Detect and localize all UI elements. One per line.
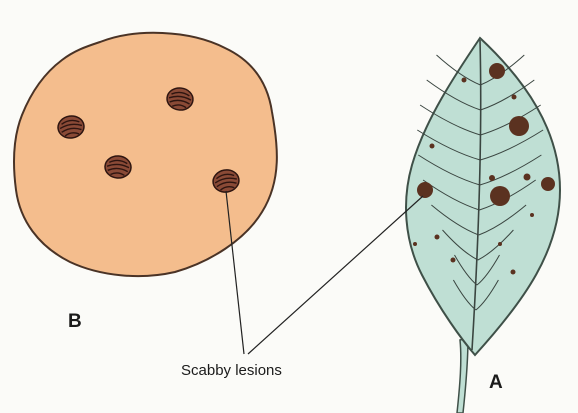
leaf-spot <box>511 270 516 275</box>
leaf-spot <box>489 63 505 79</box>
leaf-spot <box>451 258 456 263</box>
leaf-spot <box>417 182 433 198</box>
leaf-spot <box>462 78 467 83</box>
leaf-spot <box>509 116 529 136</box>
leaf-spot <box>490 186 510 206</box>
leaf-spot <box>489 175 495 181</box>
leaf-spot <box>498 242 502 246</box>
leader-line-to-leaf <box>248 196 423 354</box>
label-a: A <box>489 373 503 392</box>
leaf-spot <box>435 235 440 240</box>
leaf-spot <box>530 213 534 217</box>
leaf-spot <box>524 174 531 181</box>
potato-tuber <box>14 33 277 276</box>
leaf-spot <box>512 95 517 100</box>
label-b: B <box>68 312 82 331</box>
scabby-lesions-caption: Scabby lesions <box>181 363 282 378</box>
leaf-spot <box>430 144 435 149</box>
leaf-petiole <box>457 338 468 413</box>
leaf-spot <box>413 242 417 246</box>
leaf-spot <box>541 177 555 191</box>
